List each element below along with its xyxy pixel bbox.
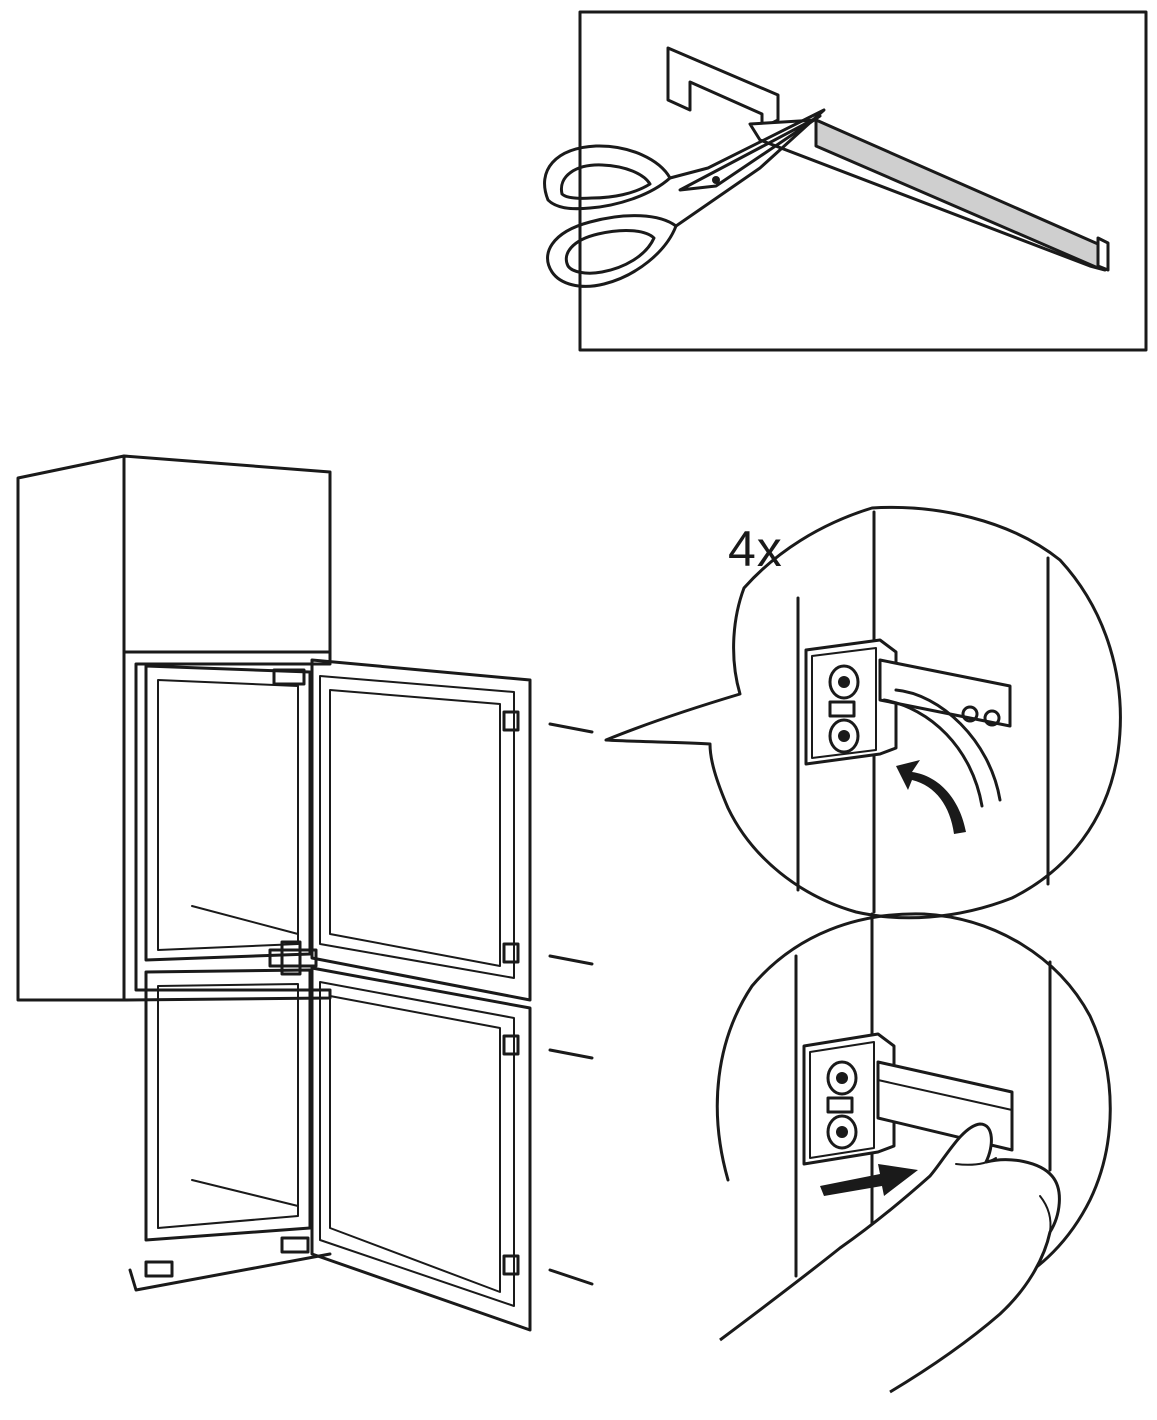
detail-push-strip (715, 912, 1112, 1394)
lower-door-bracket-top (502, 1034, 520, 1056)
cabinet-illustration (16, 454, 594, 1332)
upper-door-bracket-bottom (502, 942, 520, 964)
push-arrow-icon (820, 1164, 918, 1196)
middle-hinge (268, 940, 318, 976)
slide-rails (548, 722, 594, 1286)
panel-frame (578, 10, 1148, 352)
trim-strip (666, 46, 1110, 272)
slide-rail-2 (548, 954, 594, 966)
lower-door (310, 966, 532, 1332)
scissors-icon (543, 108, 826, 288)
bottom-hinge-right (280, 1236, 310, 1254)
lower-door-bracket-bottom (502, 1254, 520, 1276)
slide-rail-3 (548, 1048, 594, 1060)
slide-rail-1 (548, 722, 594, 734)
cut-strip-panel (543, 10, 1148, 352)
upper-door-bracket-top (502, 710, 520, 732)
appliance-interior (128, 664, 332, 1292)
hand-icon (719, 1122, 1061, 1394)
top-hinge (272, 668, 306, 686)
bottom-hinge-left (144, 1260, 174, 1278)
detail-bend-strip (604, 505, 1122, 920)
bent-strip (894, 688, 1002, 802)
upper-door (272, 658, 532, 1002)
curved-arrow-icon (896, 760, 966, 834)
slide-rail-4 (548, 1268, 594, 1286)
repeat-count-label: 4x (728, 521, 783, 577)
hinge-bracket-top (804, 638, 1012, 766)
